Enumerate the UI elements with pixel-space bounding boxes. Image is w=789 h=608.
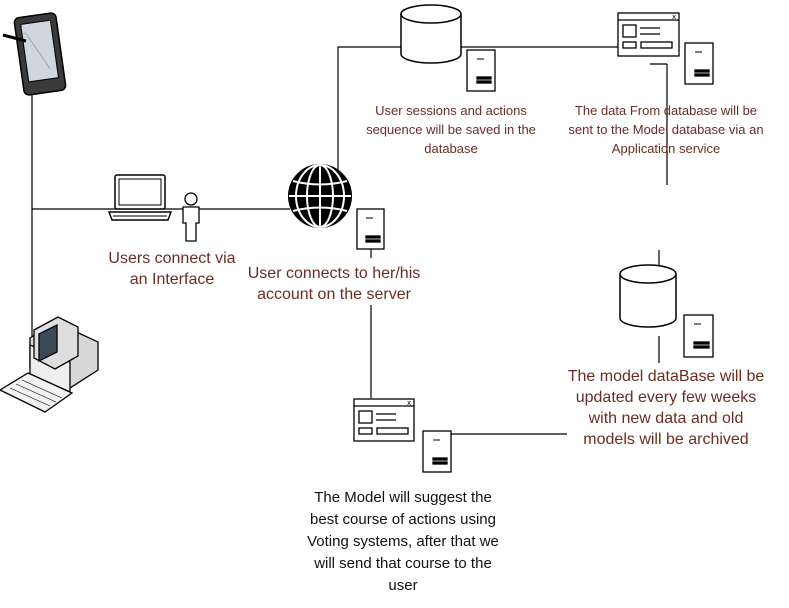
user-icon (182, 192, 200, 242)
laptop-icon (107, 174, 173, 221)
application-window-icon: x (617, 12, 680, 57)
label-sessions-saved: User sessions and actions sequence will … (366, 103, 536, 156)
connector-lines (31, 46, 668, 435)
connector-globe-to-database-top (337, 46, 618, 170)
label-model-updated: The model dataBase will be updated every… (567, 368, 765, 448)
server-icon (684, 42, 714, 85)
globe-icon (288, 164, 352, 228)
server-icon (422, 430, 452, 473)
svg-text:x: x (672, 13, 676, 21)
server-icon (356, 208, 385, 250)
label-data-sent: The data From database will be sent to t… (568, 103, 764, 156)
label-users-connect: Users connect via an Interface (108, 250, 236, 288)
database-icon (400, 4, 462, 64)
tablet-icon (2, 12, 67, 96)
server-icon (683, 314, 714, 358)
svg-text:x: x (407, 399, 411, 407)
application-window-icon: x (353, 398, 415, 442)
desktop-computer-icon (0, 316, 99, 413)
label-user-connects: User connects to her/his account on the … (247, 265, 421, 303)
label-model-suggest: The Model will suggest the best course o… (307, 489, 499, 594)
database-icon (619, 264, 677, 328)
server-icon (466, 49, 496, 92)
